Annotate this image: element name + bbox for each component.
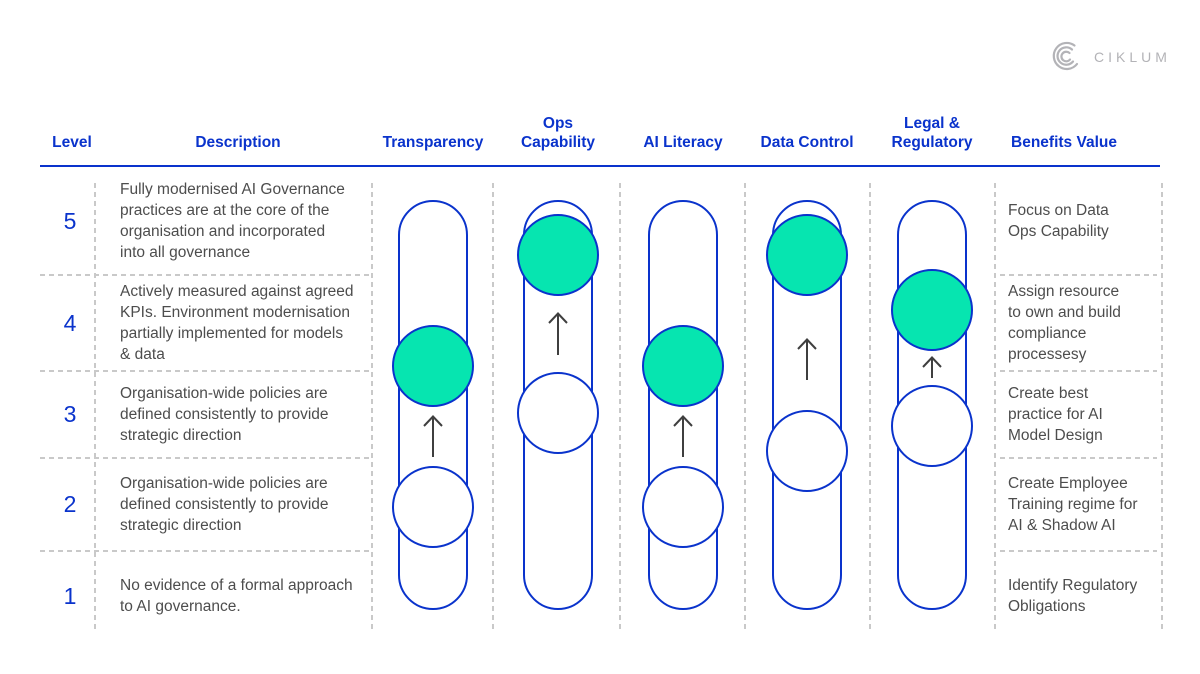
dashed-row-separator [1000,274,1157,276]
level-number: 3 [63,401,77,427]
dashed-row-separator [40,457,372,459]
maturity-track-pill [398,200,468,610]
dashed-grid-line [994,183,996,632]
column-header-data-control: Data Control [760,134,854,151]
progress-up-arrow-icon [423,415,443,457]
maturity-row-5: 5 Fully modernised AI Governance practic… [0,167,1200,275]
current-level-marker [766,214,848,296]
current-level-marker [642,325,724,407]
dashed-grid-line [94,183,96,632]
column-header-benefits-value: Benefits Value [1011,134,1117,151]
dashed-grid-line [371,183,373,632]
column-header-description: Description [195,134,281,151]
previous-level-marker [392,466,474,548]
current-level-marker [517,214,599,296]
current-level-marker [891,269,973,351]
column-header-legal-regulatory: Legal & Regulatory [891,115,973,151]
benefit-value: Identify Regulatory Obligations [1008,577,1138,615]
dashed-row-separator [1000,550,1157,552]
progress-up-arrow-icon [797,338,817,380]
level-number: 5 [63,207,77,234]
benefit-value: Assign resource to own and build complia… [1008,283,1121,363]
benefit-value: Focus on Data Ops Capability [1008,202,1109,240]
previous-level-marker [891,385,973,467]
dashed-row-separator [1000,457,1157,459]
benefit-value: Create best practice for AI Model Design [1008,385,1103,444]
dashed-row-separator [40,550,372,552]
dashed-row-separator [40,370,372,372]
maturity-row-1: 1 No evidence of a formal approach to AI… [0,551,1200,641]
dashed-grid-line [492,183,494,632]
current-level-marker [392,325,474,407]
benefit-value: Create Employee Training regime for AI &… [1008,475,1138,534]
dashed-grid-line [1161,183,1163,632]
column-header-level: Level [52,134,92,151]
header-underline [40,165,1160,167]
column-header-transparency: Transparency [382,134,484,151]
level-description: No evidence of a formal approach to AI g… [120,577,353,615]
level-description: Organisation-wide policies are defined c… [120,475,329,534]
maturity-row-4: 4 Actively measured against agreed KPIs.… [0,275,1200,371]
maturity-track-pill [772,200,842,610]
ciklum-logo-icon [1052,41,1079,71]
dashed-row-separator [40,274,372,276]
maturity-row-3: 3 Organisation-wide policies are defined… [0,371,1200,458]
level-description: Fully modernised AI Governance practices… [120,181,345,261]
dashed-grid-line [869,183,871,632]
level-number: 4 [63,309,77,336]
level-number: 1 [63,582,77,609]
maturity-track-pill [648,200,718,610]
brand-logo: CIKLUM [1050,40,1171,74]
progress-up-arrow-icon [922,356,942,378]
maturity-row-2: 2 Organisation-wide policies are defined… [0,458,1200,551]
dashed-grid-line [619,183,621,632]
dashed-row-separator [1000,370,1157,372]
dashed-grid-line [744,183,746,632]
previous-level-marker [517,372,599,454]
column-header-ops-capability: Ops Capability [520,115,596,151]
level-description: Organisation-wide policies are defined c… [120,385,329,444]
column-header-ai-literacy: AI Literacy [643,134,723,151]
progress-up-arrow-icon [673,415,693,457]
progress-up-arrow-icon [548,312,568,355]
previous-level-marker [766,410,848,492]
level-description: Actively measured against agreed KPIs. E… [120,283,354,363]
previous-level-marker [642,466,724,548]
brand-logo-text: CIKLUM [1094,49,1171,65]
level-number: 2 [63,491,77,517]
